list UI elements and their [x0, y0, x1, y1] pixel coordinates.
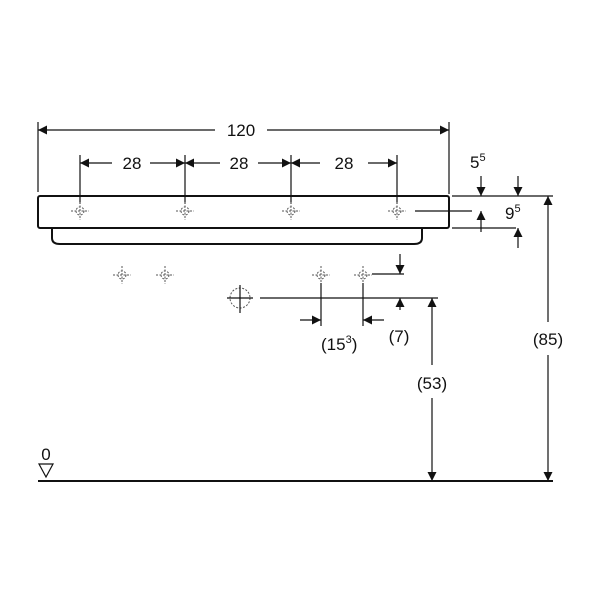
- top-offset-label: 55: [470, 152, 486, 172]
- total-width-dimension: 120: [37, 121, 450, 194]
- tap-spacing-dimensions: 28 28 28: [79, 154, 398, 204]
- drain-height-dimension: (53): [417, 298, 447, 481]
- level-triangle-icon: [37, 463, 55, 479]
- valve-icon: [353, 265, 373, 285]
- overall-height-dimension: (85): [533, 196, 563, 481]
- valve-positions: (7) (153): [112, 254, 438, 354]
- tap-hole-icon: [387, 201, 407, 221]
- drain-icon: [227, 285, 253, 313]
- rim-height-label: 95: [505, 203, 521, 223]
- tap-hole-icon: [281, 201, 301, 221]
- valve-offset-label: (153): [321, 334, 357, 354]
- total-width-label: 120: [227, 121, 255, 140]
- spacing-label-1: 28: [123, 154, 142, 173]
- washbasin-outline: [37, 195, 450, 245]
- tap-hole-icon: [175, 201, 195, 221]
- valve-icon: [155, 265, 175, 285]
- drain-height-label: (53): [417, 374, 447, 393]
- spacing-label-3: 28: [335, 154, 354, 173]
- overall-height-label: (85): [533, 330, 563, 349]
- floor-level: 0: [37, 445, 553, 482]
- valve-icon: [311, 265, 331, 285]
- valve-height-label: (7): [389, 327, 410, 346]
- rim-dimensions: 55 95: [415, 152, 553, 248]
- floor-level-label: 0: [41, 445, 50, 464]
- tap-hole-icon: [70, 201, 90, 221]
- spacing-label-2: 28: [230, 154, 249, 173]
- valve-icon: [112, 265, 132, 285]
